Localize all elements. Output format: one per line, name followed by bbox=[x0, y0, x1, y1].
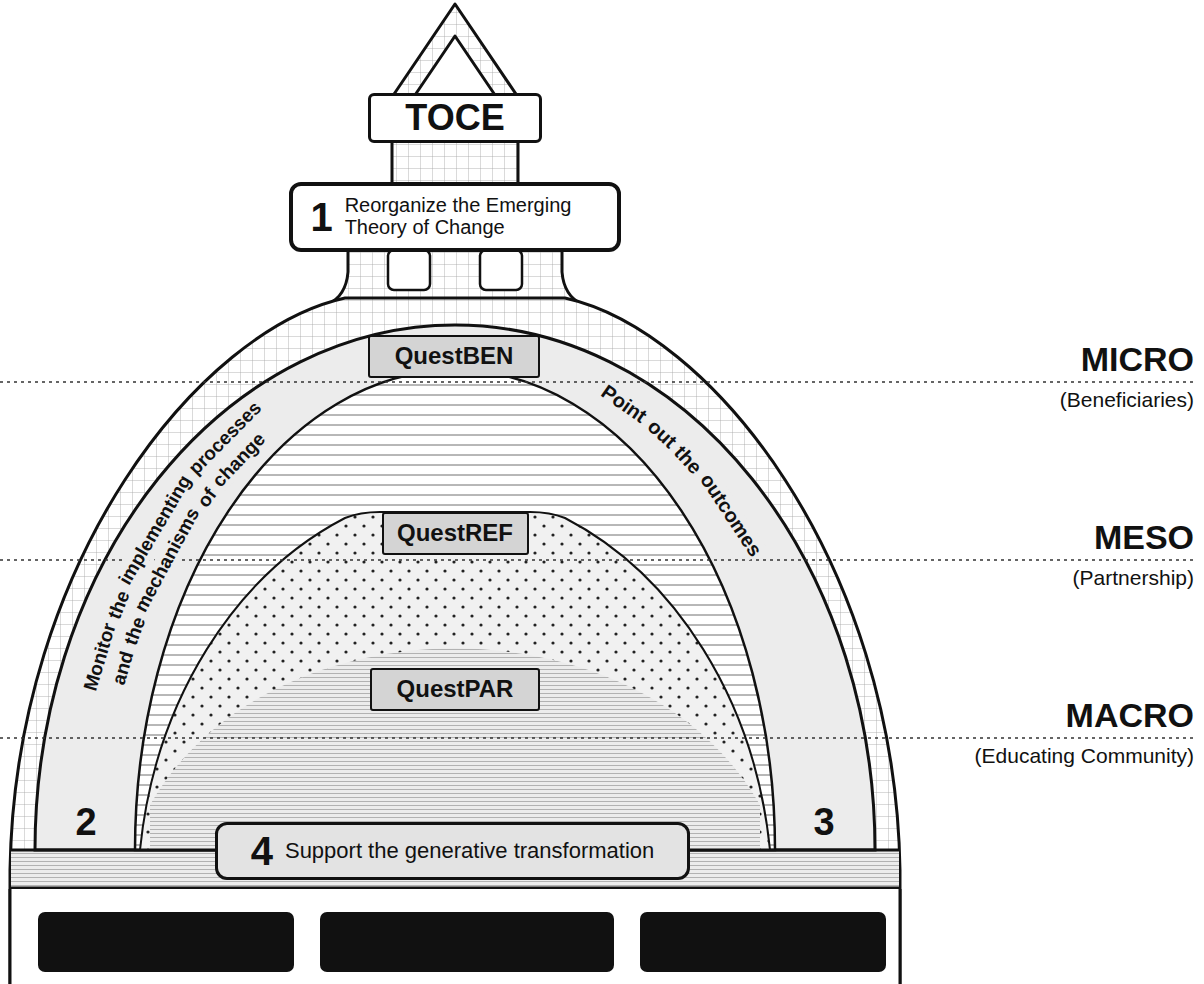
base-block bbox=[640, 912, 886, 972]
apex-inner-triangle bbox=[413, 36, 497, 98]
level-divider bbox=[0, 737, 1196, 739]
outer-band-arch bbox=[35, 325, 875, 850]
level-label: MACRO bbox=[1064, 698, 1196, 734]
base-block bbox=[320, 912, 614, 972]
apex-triangle bbox=[390, 4, 520, 100]
step-text: Support the generative transformation bbox=[285, 839, 654, 863]
level-label: MESO bbox=[1092, 520, 1196, 556]
level-subtitle: (Educating Community) bbox=[973, 743, 1196, 768]
step-number: 3 bbox=[813, 803, 834, 841]
micro-layer bbox=[135, 370, 775, 850]
base-block bbox=[38, 912, 294, 972]
step-text: Reorganize the Emerging Theory of Change bbox=[345, 195, 600, 238]
questionnaire-box: QuestPAR bbox=[370, 668, 540, 711]
apex-neck bbox=[392, 136, 518, 186]
step-box: 4 Support the generative transformation bbox=[215, 822, 690, 880]
apex-title: TOCE bbox=[405, 99, 504, 137]
band-word: implementing bbox=[114, 471, 197, 590]
meso-layer bbox=[140, 512, 770, 850]
dome-shell bbox=[10, 298, 900, 984]
level-divider bbox=[0, 559, 1196, 561]
step-box: 1 Reorganize the Emerging Theory of Chang… bbox=[289, 182, 621, 252]
pillar-opening bbox=[480, 250, 522, 290]
apex-box: TOCE bbox=[368, 93, 542, 143]
questionnaire-title: QuestBEN bbox=[395, 343, 514, 369]
platform-edge bbox=[9, 889, 12, 984]
step-number: 1 bbox=[310, 197, 332, 237]
questionnaire-box: QuestREF bbox=[382, 512, 529, 555]
questionnaire-title: QuestREF bbox=[397, 520, 513, 546]
step-number: 4 bbox=[251, 831, 273, 871]
band-word: out bbox=[642, 414, 682, 453]
band-word: Point bbox=[597, 379, 653, 428]
macro-layer bbox=[150, 648, 760, 850]
band-word: outcomes bbox=[695, 469, 767, 562]
questionnaire-title: QuestPAR bbox=[397, 676, 514, 702]
platform bbox=[10, 889, 900, 984]
pillar-opening bbox=[388, 250, 430, 290]
platform-edge bbox=[899, 889, 902, 984]
band-word: the bbox=[669, 441, 708, 480]
level-label: MICRO bbox=[1079, 342, 1196, 378]
band-word: mechanisms bbox=[130, 503, 205, 616]
band-word: of bbox=[192, 483, 221, 512]
pillar-block bbox=[328, 248, 582, 304]
questionnaire-box: QuestBEN bbox=[368, 335, 540, 378]
band-word: change bbox=[207, 428, 270, 493]
level-subtitle: (Partnership) bbox=[1071, 565, 1196, 590]
step-number: 2 bbox=[75, 803, 96, 841]
band-word: and bbox=[108, 647, 139, 687]
level-divider bbox=[0, 381, 1196, 383]
band-word: the bbox=[103, 586, 135, 622]
level-subtitle: (Beneficiaries) bbox=[1058, 387, 1196, 412]
band-word: Monitor bbox=[79, 620, 120, 695]
band-word: the bbox=[120, 613, 151, 649]
band-word: processes bbox=[184, 397, 267, 481]
